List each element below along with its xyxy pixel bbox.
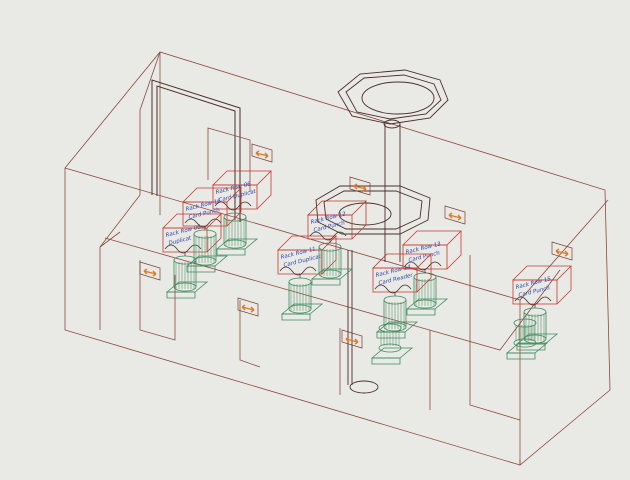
arrow-placard <box>139 261 161 281</box>
arrow-placards <box>139 143 573 349</box>
room-outline <box>64 51 611 466</box>
station-label-line2: Duplicat <box>168 235 193 247</box>
central-column <box>315 69 449 394</box>
arrow-placard <box>444 205 466 225</box>
door-frame <box>151 79 241 222</box>
arrow-placard <box>251 143 273 163</box>
doorway-panel <box>207 127 251 192</box>
arrow-placard <box>551 241 573 261</box>
arrow-placard <box>349 176 371 196</box>
arrow-placard <box>237 297 259 317</box>
arrow-placard <box>341 329 363 349</box>
base-cylinder <box>370 323 414 365</box>
base-cylinder <box>505 318 549 360</box>
